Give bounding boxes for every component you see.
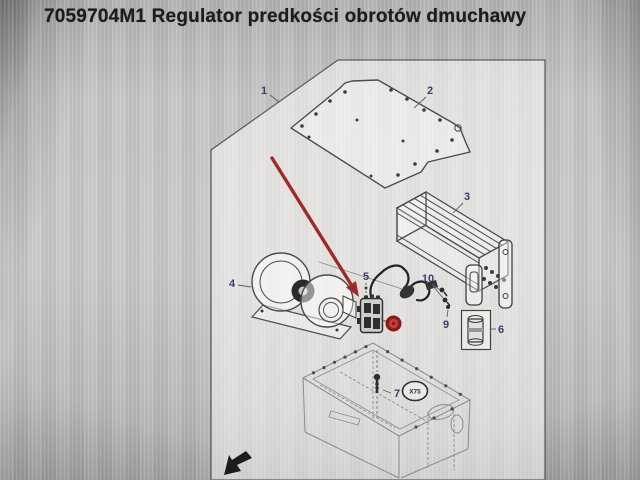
- wiring-harness: [318, 261, 438, 302]
- highlight-arrow: [270, 156, 359, 297]
- harness-connector: [399, 285, 415, 299]
- part-4-blower-assembly: [250, 252, 357, 340]
- callout-2[interactable]: 2: [427, 85, 433, 97]
- callout-7[interactable]: 7: [394, 388, 400, 400]
- part-6-relay: [460, 309, 492, 351]
- callout-6[interactable]: 6: [498, 324, 504, 336]
- highlight-arrowhead: [346, 281, 359, 297]
- duct-opening: [427, 404, 455, 420]
- panel-screw-holes: [300, 88, 454, 178]
- housing-handle: [328, 410, 361, 426]
- highlight-marker[interactable]: [380, 315, 402, 332]
- heater-fins: [396, 194, 503, 286]
- callout-5[interactable]: 5: [363, 271, 369, 283]
- mounting-plate: [498, 239, 513, 309]
- callout-leaders: [237, 94, 496, 394]
- mounting-bracket: [465, 264, 483, 306]
- callout-9[interactable]: 9: [443, 319, 449, 331]
- fasteners-9-10: [439, 287, 451, 309]
- part-3-heater-core: [395, 190, 513, 309]
- air-duct-housing: [301, 342, 472, 479]
- callout-3[interactable]: 3: [464, 191, 470, 203]
- callout-10[interactable]: 10: [422, 273, 434, 285]
- callout-4[interactable]: 4: [229, 278, 236, 290]
- rim-fasteners: [311, 345, 462, 429]
- part-1-roof-outline: [210, 59, 546, 480]
- callout-1[interactable]: 1: [261, 85, 267, 97]
- part-7-bolt: [373, 350, 381, 418]
- page-title: 7059704M1 Regulator predkości obrotów dm…: [44, 6, 527, 27]
- corner-arrow-icon[interactable]: [224, 451, 252, 475]
- part-5-speed-regulator[interactable]: [357, 283, 384, 334]
- reference-bubble-label: X75: [409, 389, 421, 396]
- callouts: 1 2 3 4 5 6 7 9 10: [229, 85, 504, 400]
- highlight-arrow-shaft: [270, 156, 354, 288]
- reference-bubble[interactable]: X75: [401, 380, 429, 402]
- part-2-cover-panel: [290, 79, 471, 189]
